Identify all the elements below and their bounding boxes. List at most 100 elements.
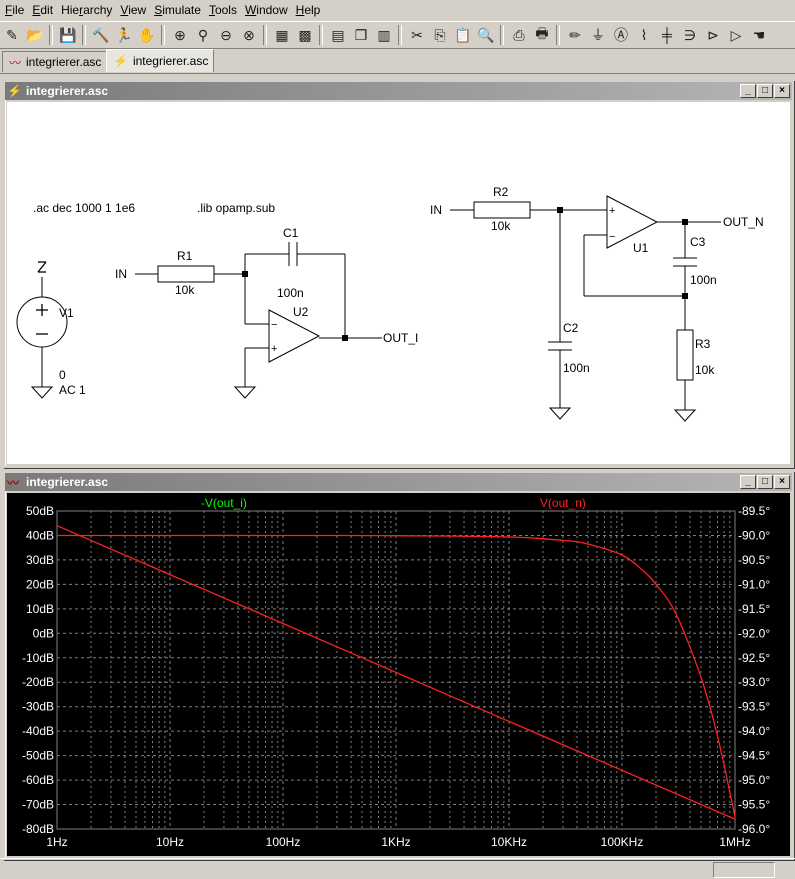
cascade-icon[interactable]: ❐ [354,26,368,43]
capacitor-icon[interactable]: ╪ [662,27,672,43]
y-tick-label-left: 50dB [26,504,54,518]
menu-item[interactable]: Edit [29,0,56,20]
x-tick-label: 10KHz [491,835,527,849]
menu-item[interactable]: Simulate [151,0,204,20]
waveform-plot[interactable]: 50dB-89.5°40dB-90.0°30dB-90.5°20dB-91.0°… [7,493,790,856]
print-icon[interactable]: 🖶 [535,25,549,41]
move-icon[interactable]: ☚ [752,26,766,43]
grid-icon[interactable]: ▩ [298,26,312,43]
r1-value: 10k [175,283,195,297]
halt-icon[interactable]: ✋ [138,26,156,43]
menu-item-text: Hie [61,3,80,17]
c1-value: 100n [277,286,304,300]
y-tick-label-left: -50dB [22,749,54,763]
menu-item[interactable]: Hierarchy [58,0,115,20]
open-icon[interactable]: 📂 [26,26,44,43]
run-icon[interactable]: 🏃 [115,26,133,43]
paste-icon[interactable]: 📋 [454,26,472,43]
y-tick-label-left: -60dB [22,773,54,787]
menu-item[interactable]: View [117,0,149,20]
y-tick-label-left: 20dB [26,577,54,591]
legend-entry[interactable]: V(out_n) [540,496,586,510]
print-setup-icon[interactable]: ⎙ [513,26,525,43]
autorange-icon[interactable]: ▦ [275,26,289,43]
toolbar-separator [49,25,53,45]
menu-item[interactable]: File [2,0,27,20]
schematic-canvas[interactable]: .ac dec 1000 1 1e6 .lib opamp.sub V1 0 A… [7,102,790,464]
menu-item[interactable]: Window [242,0,291,20]
c2-value: 100n [563,361,590,375]
close-button[interactable]: × [774,84,790,98]
tab-schematic[interactable]: ⚡ integrierer.asc [106,49,214,72]
inductor-icon[interactable]: ∋ [683,26,697,43]
y-tick-label-left: -80dB [22,822,54,836]
ground-icon[interactable]: ⏚ [591,27,605,43]
waveform-titlebar[interactable]: 〰 integrierer.asc _ □ × [5,473,792,491]
wire-icon[interactable]: ✏ [569,26,581,43]
tab-waveform[interactable]: 〰 integrierer.asc [2,51,108,72]
lib-directive[interactable]: .lib opamp.sub [197,201,275,215]
y-tick-label-left: 30dB [26,553,54,567]
u1-minus: − [609,231,615,243]
save-icon[interactable]: 💾 [59,26,77,43]
label-icon[interactable]: Ⓐ [614,27,628,43]
y-tick-label-right: -95.0° [738,773,770,787]
in-net-label: IN [115,267,127,281]
toolbar-separator [319,25,323,45]
zoom-out-icon[interactable]: ⊖ [220,26,232,43]
menu-item-text: imulate [162,3,201,17]
diode-icon[interactable]: ⊳ [707,26,719,43]
y-tick-label-right: -90.0° [738,528,770,542]
x-tick-label: 1KHz [381,835,410,849]
menu-item-accelerator: E [32,3,41,17]
resistor-icon[interactable]: ⌇ [640,26,648,43]
menu-item-text: elp [304,3,321,17]
v1-value-ac: AC 1 [59,383,86,397]
zoom-fit-icon[interactable]: ⊗ [243,26,255,43]
waveform-window: 〰 integrierer.asc _ □ × 50dB-89.5°40dB-9… [3,471,794,860]
y-tick-label-right: -93.0° [738,675,770,689]
zoom-in-icon[interactable]: ⊕ [174,26,186,43]
menu-item-accelerator: H [295,3,305,17]
schematic-icon: ⚡ [113,54,128,68]
toolbar-separator [500,25,504,45]
x-tick-label: 1Hz [46,835,67,849]
menu-item[interactable]: Tools [206,0,240,20]
pan-icon[interactable]: ⚲ [197,26,209,43]
y-tick-label-right: -94.0° [738,724,770,738]
maximize-button[interactable]: □ [757,84,773,98]
toolbar-separator [263,25,267,45]
y-tick-label-right: -89.5° [738,504,770,518]
maximize-button[interactable]: □ [757,475,773,489]
schematic-titlebar[interactable]: ⚡ integrierer.asc _ □ × [5,82,792,100]
close-button[interactable]: × [774,475,790,489]
waveform-icon: 〰 [9,55,22,70]
menu-item[interactable]: Help [293,0,324,20]
control-panel-icon[interactable]: 🔨 [92,26,110,43]
tile-horizontal-icon[interactable]: ▤ [331,26,345,43]
legend-entry[interactable]: -V(out_i) [201,496,247,510]
tile-vertical-icon[interactable]: ▥ [377,26,391,43]
y-tick-label-left: -30dB [22,700,54,714]
r3-label: R3 [695,337,711,351]
r3-value: 10k [695,363,715,377]
find-icon[interactable]: 🔍 [477,26,495,43]
new-schematic-icon[interactable]: ✎ [6,26,18,43]
ac-directive[interactable]: .ac dec 1000 1 1e6 [33,201,135,215]
menu-item-text: dit [40,3,54,17]
component-icon[interactable]: ▷ [730,26,742,43]
copy-icon[interactable]: ⎘ [434,26,446,43]
r2-value: 10k [491,219,511,233]
schematic-icon: ⚡ [7,84,22,98]
minimize-button[interactable]: _ [740,475,756,489]
menu-item-accelerator: F [5,3,13,17]
y-tick-label-right: -90.5° [738,553,770,567]
toolbar-separator [398,25,402,45]
y-tick-label-right: -93.5° [738,700,770,714]
minimize-button[interactable]: _ [740,84,756,98]
tab-label: integrierer.asc [132,54,209,68]
cut-icon[interactable]: ✂ [411,26,423,43]
u2-plus: + [271,343,277,355]
u1-label: U1 [633,241,649,255]
